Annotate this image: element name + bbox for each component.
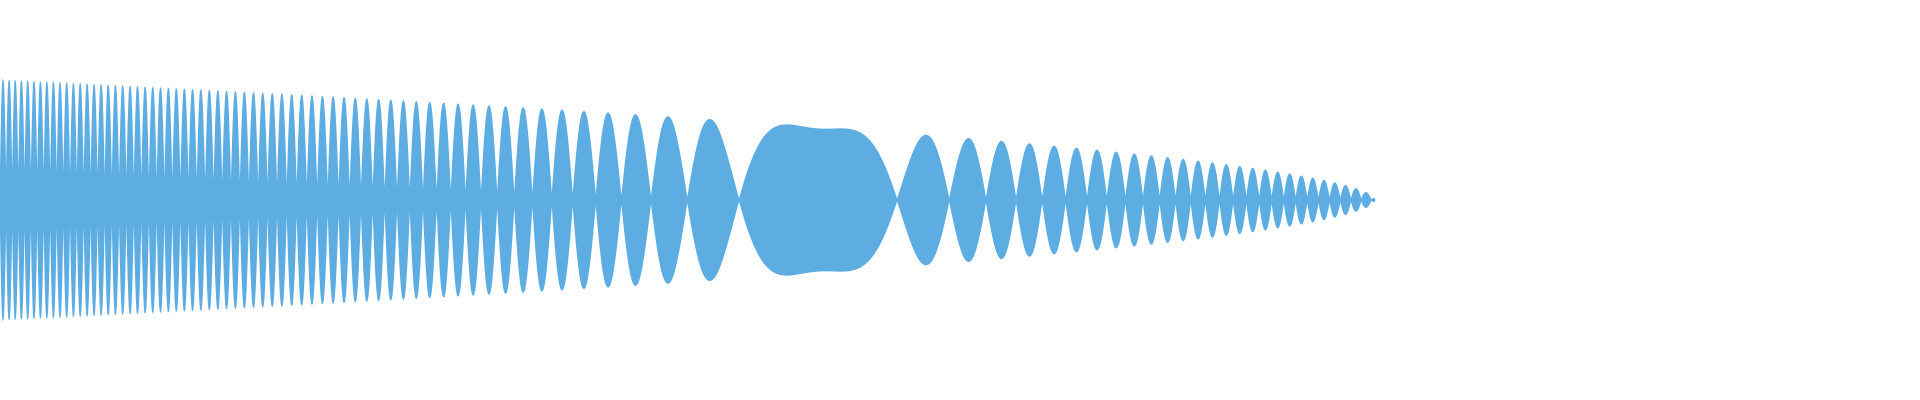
waveform-shape [0, 78, 1376, 322]
